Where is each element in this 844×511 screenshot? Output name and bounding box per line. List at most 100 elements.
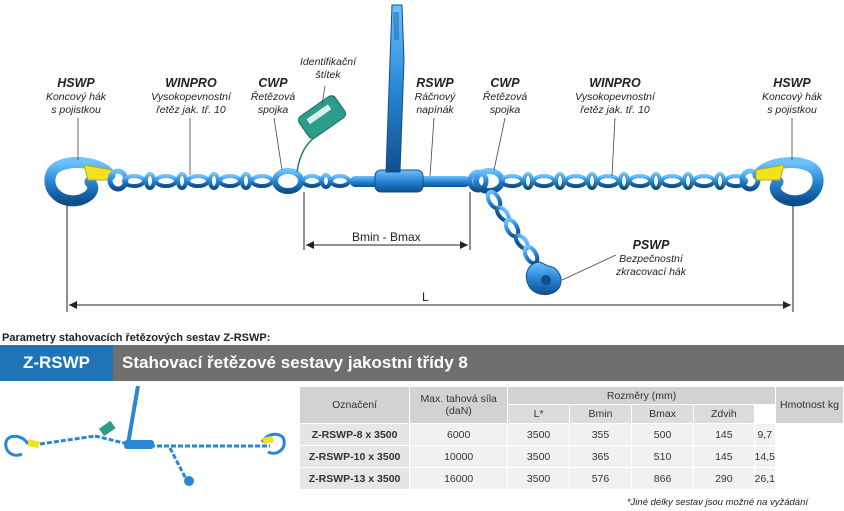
- title-band: [0, 345, 844, 381]
- label-line: spojka: [489, 104, 521, 116]
- cell-bmax: 866: [630, 467, 695, 490]
- cell-weight: 9,7: [753, 423, 776, 446]
- label-line: řetěz jak. tř. 10: [580, 104, 650, 116]
- leader-lines: [77, 85, 793, 281]
- length-label: L: [422, 290, 429, 304]
- cell-weight: 26,1: [753, 467, 776, 490]
- table-row: Z-RSWP-8 x 3500 6000 3500 355 500 145 9,…: [298, 423, 844, 446]
- label-line: s pojistkou: [767, 104, 817, 116]
- label-line: spojka: [257, 104, 289, 116]
- header-bmax: Bmax: [630, 404, 695, 424]
- small-hanging-chain: [168, 447, 188, 480]
- label-line: napínák: [416, 104, 454, 116]
- label-line: Identifikační: [299, 56, 357, 68]
- label-cwp-left: CWP Řetězová spojka: [238, 76, 308, 117]
- table-row: Z-RSWP-13 x 3500 16000 3500 576 866 290 …: [298, 467, 844, 490]
- cell-stroke: 145: [693, 423, 755, 446]
- label-winpro-right: WINPRO Vysokopevnostní řetěz jak. tř. 10: [556, 76, 674, 117]
- identification-tag: [296, 95, 347, 173]
- label-line: Řetězová: [482, 91, 528, 103]
- product-code: Z-RSWP: [0, 345, 113, 381]
- small-left-hook: [4, 434, 30, 457]
- cell-name: Z-RSWP-10 x 3500: [298, 445, 411, 468]
- small-ratchet-body: [124, 440, 154, 449]
- label-tag: Identifikační štítek: [288, 56, 368, 82]
- cell-bmin: 576: [569, 467, 632, 490]
- cell-bmin: 365: [569, 445, 632, 468]
- cell-stroke: 290: [693, 467, 755, 490]
- cell-L: 3500: [507, 467, 571, 490]
- right-chain: [500, 172, 748, 190]
- label-code: HSWP: [57, 76, 95, 90]
- label-code: HSWP: [773, 76, 811, 90]
- chain-assembly-diagram: [44, 4, 824, 312]
- label-code: WINPRO: [589, 76, 641, 90]
- cell-force: 6000: [409, 423, 509, 446]
- ratchet-binder: [350, 4, 489, 193]
- label-line: Koncový hák: [45, 91, 107, 103]
- right-end-hook: [739, 157, 824, 207]
- label-line: Vysokopevnostní: [151, 91, 231, 103]
- right-chain-connector: [473, 168, 505, 194]
- small-left-latch: [28, 439, 40, 448]
- length-dimension: [66, 205, 794, 312]
- ratchet-left-chain: [301, 173, 351, 189]
- label-code: RSWP: [416, 76, 454, 90]
- left-end-hook: [44, 157, 129, 207]
- label-line: Řetězová: [250, 91, 296, 103]
- header-bmin: Bmin: [569, 404, 632, 424]
- cell-force: 10000: [409, 445, 509, 468]
- label-line: štítek: [315, 69, 341, 81]
- small-right-latch: [262, 436, 274, 444]
- small-mid-chain: [94, 434, 129, 446]
- label-pswp: PSWP Bezpečnostní zkracovací hák: [596, 238, 706, 279]
- label-code: WINPRO: [165, 76, 217, 90]
- cell-bmin: 355: [569, 423, 632, 446]
- cell-L: 3500: [507, 423, 571, 446]
- header-L: L*: [507, 404, 571, 424]
- section-title: Parametry stahovacích řetězových sestav …: [2, 332, 271, 344]
- cell-bmax: 510: [630, 445, 695, 468]
- label-code: CWP: [490, 76, 520, 90]
- label-rswp: RSWP Ráčnový napínák: [402, 76, 468, 117]
- label-line: Vysokopevnostní: [575, 91, 655, 103]
- header-max-force: Max. tahová síla (daN): [409, 386, 509, 424]
- cell-stroke: 145: [693, 445, 755, 468]
- header-designation: Označení: [298, 386, 411, 424]
- header-dimensions: Rozměry (mm): [507, 386, 776, 405]
- small-shortening-hook: [184, 476, 194, 486]
- cell-weight: 14,5: [753, 445, 776, 468]
- left-chain: [122, 172, 274, 190]
- label-winpro-left: WINPRO Vysokopevnostní řetěz jak. tř. 10: [132, 76, 250, 117]
- bmin-bmax-dimension: [303, 192, 471, 250]
- label-line: zkracovací hák: [615, 266, 687, 278]
- spec-table: Označení Max. tahová síla (daN) Rozměry …: [298, 386, 844, 490]
- small-assembly-illustration: [4, 385, 286, 486]
- label-line: Koncový hák: [761, 91, 823, 103]
- cell-L: 3500: [507, 445, 571, 468]
- shortening-hook: [525, 261, 562, 295]
- label-line: Bezpečnostní: [619, 253, 683, 265]
- header-weight: Hmotnost kg: [774, 386, 844, 424]
- small-left-chain: [39, 434, 96, 446]
- label-cwp-right: CWP Řetězová spojka: [470, 76, 540, 117]
- product-title: Stahovací řetězové sestavy jakostní tříd…: [122, 353, 468, 372]
- label-hswp-right: HSWP Koncový hák s pojistkou: [744, 76, 840, 117]
- cell-name: Z-RSWP-13 x 3500: [298, 467, 411, 490]
- header-stroke: Zdvih: [693, 404, 755, 424]
- bmin-bmax-label: Bmin - Bmax: [352, 230, 421, 244]
- cell-name: Z-RSWP-8 x 3500: [298, 423, 411, 446]
- label-line: s pojistkou: [51, 104, 101, 116]
- left-chain-connector: [272, 168, 304, 194]
- label-line: řetěz jak. tř. 10: [156, 104, 226, 116]
- small-ratchet-handle: [126, 385, 140, 445]
- shortening-chain: [485, 189, 540, 266]
- label-line: Ráčnový: [414, 91, 456, 103]
- label-hswp-left: HSWP Koncový hák s pojistkou: [28, 76, 124, 117]
- label-code: PSWP: [632, 238, 670, 252]
- cell-force: 16000: [409, 467, 509, 490]
- small-right-hook: [260, 432, 286, 455]
- table-row: Z-RSWP-10 x 3500 10000 3500 365 510 145 …: [298, 445, 844, 468]
- cell-bmax: 500: [630, 423, 695, 446]
- label-code: CWP: [258, 76, 288, 90]
